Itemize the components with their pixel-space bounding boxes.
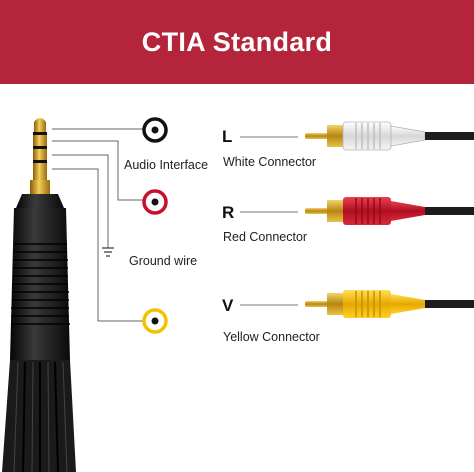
trrs-plug [16,118,64,208]
title-banner: CTIA Standard [0,0,474,84]
page-title: CTIA Standard [141,26,333,57]
channel-letter-r: R [222,203,235,222]
white-connector-label: White Connector [223,155,317,169]
cable-body [2,208,76,472]
rca-plug-white [305,121,474,151]
audio-interface-label: Audio Interface [124,158,209,172]
jack-icon-red [142,189,168,215]
ground-icon [102,247,114,257]
pinout-lines [52,128,143,322]
channel-letter-v: V [222,296,234,315]
ground-wire-label: Ground wire [129,254,198,268]
channel-letter-l: L [222,127,233,146]
jack-icon-yellow [142,308,168,334]
red-connector-label: Red Connector [223,230,308,244]
jack-icon-white [142,117,168,143]
rca-plug-red [305,197,474,225]
yellow-connector-label: Yellow Connector [223,330,320,344]
rca-plug-yellow [305,290,474,318]
